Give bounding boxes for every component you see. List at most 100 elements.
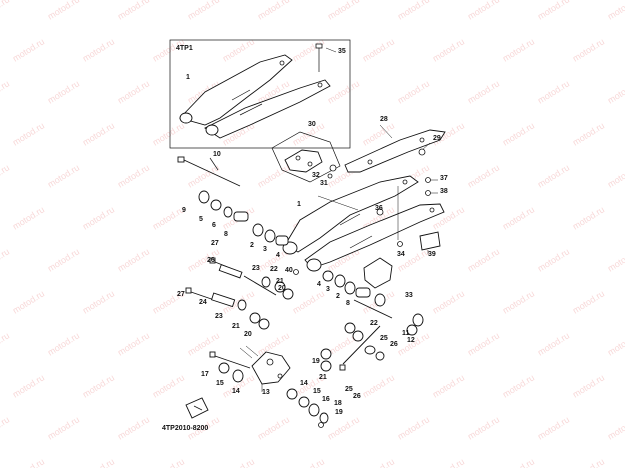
watermark-text: motod.ru bbox=[291, 36, 326, 63]
watermark-text: motod.ru bbox=[0, 162, 11, 189]
pivot-washers-upper bbox=[198, 190, 289, 246]
callout-38: 38 bbox=[440, 188, 448, 195]
pivot-bolt bbox=[177, 156, 241, 187]
callout-14: 14 bbox=[232, 388, 240, 395]
callout-2: 2 bbox=[336, 293, 340, 300]
bolt-37-38 bbox=[425, 177, 438, 196]
callout-17: 17 bbox=[201, 371, 209, 378]
watermark-text: motod.ru bbox=[151, 204, 186, 231]
watermark-text: motod.ru bbox=[81, 120, 116, 147]
watermark-text: motod.ru bbox=[536, 414, 571, 441]
callout-35: 35 bbox=[338, 48, 346, 55]
watermark-text: motod.ru bbox=[186, 0, 221, 22]
watermark-text: motod.ru bbox=[606, 78, 625, 105]
callout-26: 26 bbox=[353, 393, 361, 400]
callout-28: 28 bbox=[380, 116, 388, 123]
watermark-text: motod.ru bbox=[431, 36, 466, 63]
watermark-text: motod.ru bbox=[501, 288, 536, 315]
watermark-text: motod.ru bbox=[571, 204, 606, 231]
callout-9: 9 bbox=[182, 207, 186, 214]
bracket-outline bbox=[271, 131, 341, 183]
watermark-text: motod.ru bbox=[536, 78, 571, 105]
main-swingarm bbox=[282, 175, 445, 272]
watermark-text: motod.ru bbox=[221, 36, 256, 63]
relay-collars-right bbox=[322, 270, 393, 319]
callout-22: 22 bbox=[270, 266, 278, 273]
watermark-text: motod.ru bbox=[326, 0, 361, 22]
bolt-27-upper bbox=[209, 257, 243, 279]
watermark-text: motod.ru bbox=[536, 0, 571, 22]
watermark-text: motod.ru bbox=[431, 288, 466, 315]
watermark-text: motod.ru bbox=[466, 246, 501, 273]
watermark-text: motod.ru bbox=[116, 414, 151, 441]
callout-23: 23 bbox=[215, 313, 223, 320]
watermark-text: motod.ru bbox=[536, 162, 571, 189]
watermark-text: motod.ru bbox=[606, 0, 625, 22]
callout-24: 24 bbox=[199, 299, 207, 306]
relay-bolt-left bbox=[209, 351, 251, 383]
watermark-text: motod.ru bbox=[361, 456, 396, 468]
callout-3: 3 bbox=[263, 246, 267, 253]
callout-33: 33 bbox=[405, 292, 413, 299]
callout-25: 25 bbox=[380, 335, 388, 342]
watermark-text: motod.ru bbox=[256, 0, 291, 22]
watermark-text: motod.ru bbox=[291, 456, 326, 468]
watermark-text: motod.ru bbox=[46, 0, 81, 22]
callout-14: 14 bbox=[300, 380, 308, 387]
bracket-33 bbox=[363, 257, 393, 289]
callout-36: 36 bbox=[375, 205, 383, 212]
watermark-text: motod.ru bbox=[221, 456, 256, 468]
callout-8: 8 bbox=[224, 231, 228, 238]
watermark-text: motod.ru bbox=[466, 0, 501, 22]
callout-15: 15 bbox=[313, 388, 321, 395]
callout-21: 21 bbox=[232, 323, 240, 330]
watermark-text: motod.ru bbox=[11, 36, 46, 63]
callout-29: 29 bbox=[433, 135, 441, 142]
watermark-text: motod.ru bbox=[116, 162, 151, 189]
watermark-text: motod.ru bbox=[0, 330, 11, 357]
watermark-text: motod.ru bbox=[81, 372, 116, 399]
watermark-text: motod.ru bbox=[361, 36, 396, 63]
watermark-text: motod.ru bbox=[81, 204, 116, 231]
watermark-text: motod.ru bbox=[116, 0, 151, 22]
watermark-text: motod.ru bbox=[501, 120, 536, 147]
watermark-text: motod.ru bbox=[501, 456, 536, 468]
callout-12: 12 bbox=[407, 337, 415, 344]
callout-3: 3 bbox=[326, 286, 330, 293]
callout-6: 6 bbox=[212, 222, 216, 229]
watermark-text: motod.ru bbox=[466, 162, 501, 189]
inset-label: 4TP1 bbox=[176, 45, 193, 52]
watermark-text: motod.ru bbox=[361, 372, 396, 399]
callout-25: 25 bbox=[345, 386, 353, 393]
watermark-text: motod.ru bbox=[151, 120, 186, 147]
callout-20: 20 bbox=[278, 285, 286, 292]
watermark-text: motod.ru bbox=[606, 414, 625, 441]
callout-8: 8 bbox=[346, 300, 350, 307]
relay-collars-lower-mid bbox=[320, 348, 332, 372]
watermark-text: motod.ru bbox=[431, 456, 466, 468]
watermark-text: motod.ru bbox=[606, 246, 625, 273]
callout-13: 13 bbox=[262, 389, 270, 396]
watermark-text: motod.ru bbox=[81, 36, 116, 63]
watermark-text: motod.ru bbox=[186, 330, 221, 357]
watermark-text: motod.ru bbox=[606, 330, 625, 357]
callout-21: 21 bbox=[319, 374, 327, 381]
relay-collars-lower-right bbox=[286, 388, 329, 428]
watermark-text: motod.ru bbox=[291, 288, 326, 315]
watermark-text: motod.ru bbox=[11, 204, 46, 231]
watermark-text: motod.ru bbox=[536, 246, 571, 273]
watermark-text: motod.ru bbox=[571, 288, 606, 315]
watermark-text: motod.ru bbox=[11, 288, 46, 315]
relay-arm-collars-mid bbox=[243, 269, 299, 300]
watermark-text: motod.ru bbox=[0, 78, 11, 105]
watermark-text: motod.ru bbox=[116, 246, 151, 273]
callout-4: 4 bbox=[317, 281, 321, 288]
watermark-text: motod.ru bbox=[256, 162, 291, 189]
watermark-text: motod.ru bbox=[571, 120, 606, 147]
callout-22: 22 bbox=[370, 320, 378, 327]
callout-32: 32 bbox=[312, 172, 320, 179]
callout-26: 26 bbox=[207, 257, 215, 264]
callout-15: 15 bbox=[216, 380, 224, 387]
callout-23: 23 bbox=[252, 265, 260, 272]
